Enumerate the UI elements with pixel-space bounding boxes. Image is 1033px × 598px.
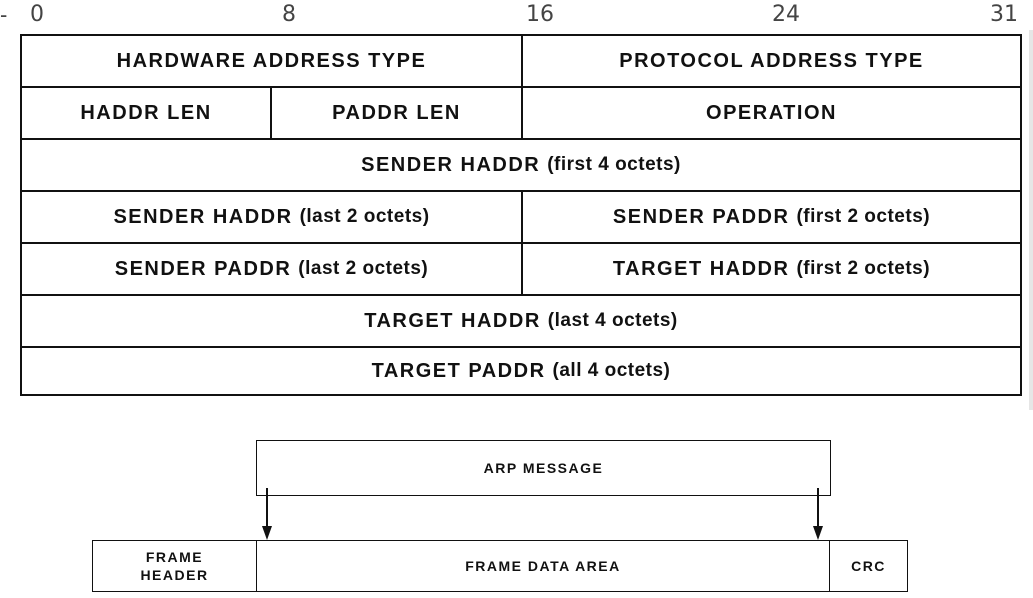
table-row: SENDER HADDR (first 4 octets) — [22, 140, 1022, 192]
protocol-address-type-cell: PROTOCOL ADDRESS TYPE — [523, 36, 1022, 88]
cell-label: OPERATION — [706, 101, 837, 124]
arp-message-label: ARP MESSAGE — [483, 460, 604, 476]
cell-label: HADDR LEN — [80, 101, 212, 124]
sender-haddr-first-cell: SENDER HADDR (first 4 octets) — [22, 140, 1022, 192]
cell-label: PROTOCOL ADDRESS TYPE — [619, 49, 924, 72]
left-arrow-line — [266, 488, 268, 528]
cell-label: SENDER PADDR — [114, 257, 292, 280]
haddr-len-cell: HADDR LEN — [22, 88, 272, 140]
frame-header-cell: FRAME HEADER — [93, 541, 257, 591]
hardware-address-type-cell: HARDWARE ADDRESS TYPE — [22, 36, 523, 88]
cell-label: HARDWARE ADDRESS TYPE — [116, 49, 427, 72]
cell-label: TARGET HADDR — [364, 309, 541, 332]
crc-label: CRC — [851, 558, 886, 574]
cell-note: (last 2 octets) — [299, 206, 430, 227]
cell-note: (last 2 octets) — [298, 258, 429, 279]
target-paddr-cell: TARGET PADDR (all 4 octets) — [22, 348, 1022, 396]
left-arrow-head — [262, 526, 272, 540]
ruler-tick-8: 8 — [282, 2, 296, 27]
frame-header-label: FRAME HEADER — [140, 548, 208, 584]
table-row: HARDWARE ADDRESS TYPE PROTOCOL ADDRESS T… — [22, 36, 1022, 88]
frame-data-area-label: FRAME DATA AREA — [465, 558, 621, 574]
cell-label: TARGET PADDR — [371, 359, 546, 382]
target-haddr-last-cell: TARGET HADDR (last 4 octets) — [22, 296, 1022, 348]
cell-label: SENDER PADDR — [612, 205, 790, 228]
ruler-tick-31: 31 — [990, 2, 1018, 27]
window-edge-shade — [1029, 30, 1033, 410]
table-row: HADDR LEN PADDR LEN OPERATION — [22, 88, 1022, 140]
crc-cell: CRC — [830, 541, 907, 591]
cell-label: PADDR LEN — [332, 101, 461, 124]
table-row: SENDER PADDR (last 2 octets) TARGET HADD… — [22, 244, 1022, 296]
right-arrow-head — [813, 526, 823, 540]
table-row: TARGET HADDR (last 4 octets) — [22, 296, 1022, 348]
table-row: TARGET PADDR (all 4 octets) — [22, 348, 1022, 396]
cell-note: (first 2 octets) — [796, 258, 931, 279]
sender-paddr-last-cell: SENDER PADDR (last 2 octets) — [22, 244, 523, 296]
ruler-tick-0: 0 — [30, 2, 44, 27]
cell-label: SENDER HADDR — [361, 153, 541, 176]
arp-packet-table: HARDWARE ADDRESS TYPE PROTOCOL ADDRESS T… — [20, 34, 1022, 396]
right-arrow-line — [817, 488, 819, 528]
table-row: SENDER HADDR (last 2 octets) SENDER PADD… — [22, 192, 1022, 244]
paddr-len-cell: PADDR LEN — [272, 88, 523, 140]
ruler-dash: - — [0, 2, 8, 27]
sender-paddr-first-cell: SENDER PADDR (first 2 octets) — [523, 192, 1022, 244]
frame-data-area-cell: FRAME DATA AREA — [257, 541, 830, 591]
operation-cell: OPERATION — [523, 88, 1022, 140]
cell-note: (all 4 octets) — [552, 360, 671, 381]
ruler-tick-16: 16 — [526, 2, 554, 27]
sender-haddr-last-cell: SENDER HADDR (last 2 octets) — [22, 192, 523, 244]
cell-note: (first 4 octets) — [547, 154, 681, 175]
cell-note: (first 2 octets) — [796, 206, 931, 227]
cell-note: (last 4 octets) — [547, 310, 678, 331]
frame-box: FRAME HEADER FRAME DATA AREA CRC — [92, 540, 908, 592]
cell-label: TARGET HADDR — [612, 257, 790, 280]
target-haddr-first-cell: TARGET HADDR (first 2 octets) — [523, 244, 1022, 296]
arp-message-box: ARP MESSAGE — [256, 440, 831, 496]
frame-header-line1: FRAME — [145, 549, 204, 565]
cell-label: SENDER HADDR — [113, 205, 293, 228]
ruler-tick-24: 24 — [772, 2, 800, 27]
frame-header-line2: HEADER — [140, 567, 209, 583]
